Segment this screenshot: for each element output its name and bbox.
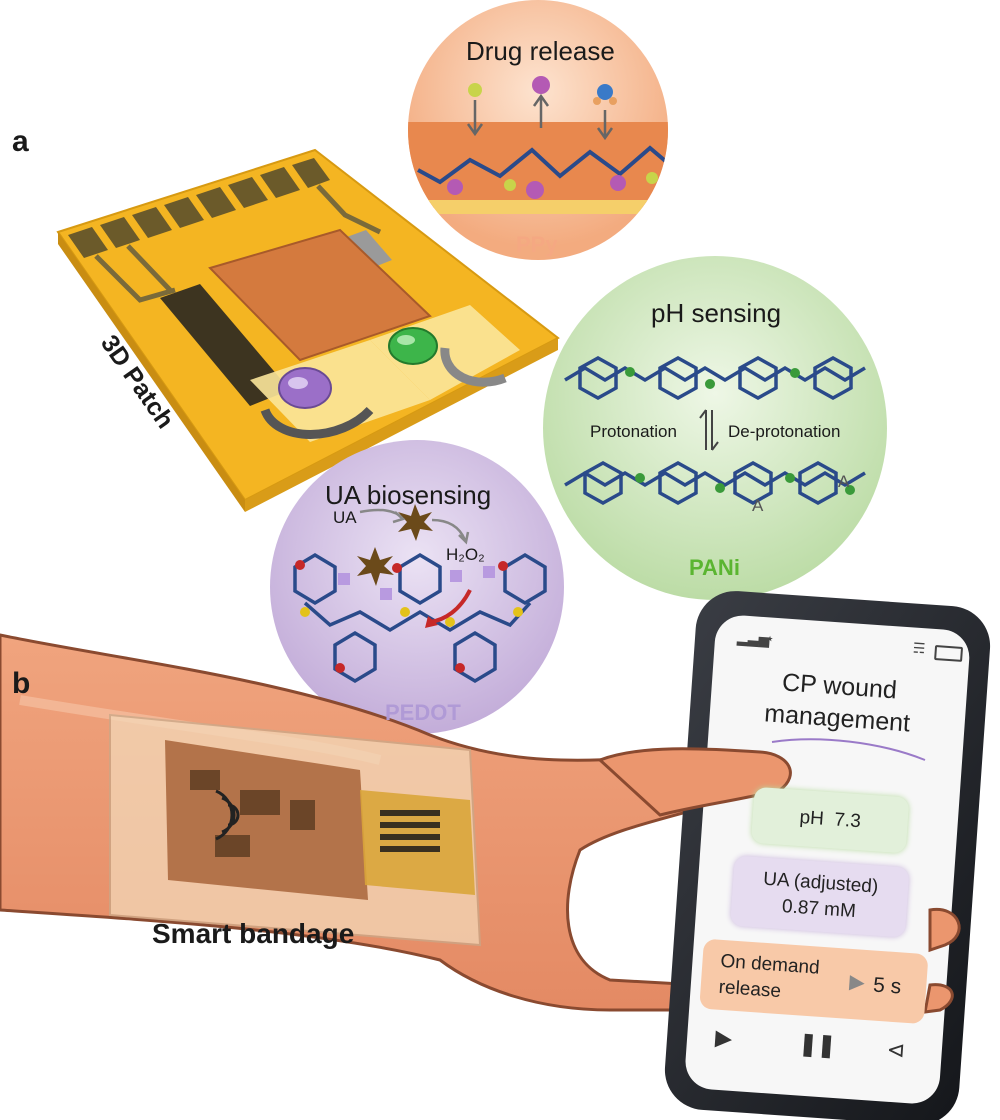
contact-pads (68, 158, 330, 258)
ppy-chain (417, 145, 668, 185)
wifi-icon: ☴ (912, 639, 926, 657)
pani-label: PANi (689, 555, 740, 580)
battery-icon (934, 645, 964, 662)
phone-app: ▂▃▅ ⋆ ☴ CP wound management pH 7.3 UA (a… (684, 614, 972, 1106)
ua-card: UA (adjusted) 0.87 mM (730, 855, 910, 938)
release-card[interactable]: On demand release ▶ 5 s (699, 938, 929, 1025)
release-time: 5 s (872, 973, 903, 999)
pedot-chain (293, 552, 547, 684)
drug-release-title: Drug release (466, 36, 615, 66)
play-icon[interactable]: ▶ (714, 1024, 733, 1051)
pedot-electrode (278, 367, 332, 409)
h2o2-label: H₂O₂ (446, 545, 485, 564)
equilibrium-arrows (699, 409, 719, 451)
bandage-patch (360, 790, 475, 895)
ua-label: UA (adjusted) (762, 868, 879, 898)
share-icon[interactable]: ⊲ (885, 1036, 907, 1063)
ph-sensing-circle (543, 256, 887, 600)
side-electrode (160, 284, 290, 406)
ph-value: 7.3 (833, 809, 862, 833)
thumb (597, 747, 792, 817)
deprotonation-label: De-protonation (728, 422, 841, 441)
anion-label: A (752, 496, 764, 515)
pani-chain-top (564, 355, 866, 401)
protonation-label: Protonation (590, 422, 677, 441)
release-label-line2: release (717, 976, 782, 1003)
release-play-icon[interactable]: ▶ (848, 970, 866, 994)
ph-card: pH 7.3 (750, 786, 910, 854)
smart-bandage-label: Smart bandage (152, 918, 355, 949)
pedot-label: PEDOT (385, 700, 461, 725)
anion-label-2: A (838, 472, 850, 491)
ua-value: 0.87 mM (781, 896, 857, 923)
ua-biosensing-title: UA biosensing (325, 480, 492, 510)
ua-substrate-label: UA (333, 508, 357, 527)
3d-patch (56, 148, 560, 512)
panel-label-a: a (12, 125, 29, 158)
ion-arrows (466, 93, 614, 141)
ppy-working-area (208, 228, 432, 362)
dopant-ion (468, 83, 482, 97)
pause-icon[interactable]: ❚❚ (798, 1030, 837, 1059)
ph-label: pH (798, 807, 825, 830)
drug-release-circle (408, 0, 668, 260)
enzyme-stars (357, 504, 433, 586)
pani-chain-bottom (564, 460, 866, 506)
ph-sensing-title: pH sensing (651, 298, 782, 328)
smart-bandage (109, 713, 482, 947)
traces (94, 184, 382, 303)
bluetooth-icon: ⋆ (764, 630, 776, 648)
ppy-label: PPy (516, 232, 558, 257)
patch-edge (58, 232, 245, 512)
panel-label-b: b (12, 667, 31, 700)
drug-ion (532, 76, 550, 94)
ua-biosensing-circle (270, 440, 564, 734)
pani-electrode (388, 327, 438, 365)
wireless-icon (215, 789, 240, 841)
